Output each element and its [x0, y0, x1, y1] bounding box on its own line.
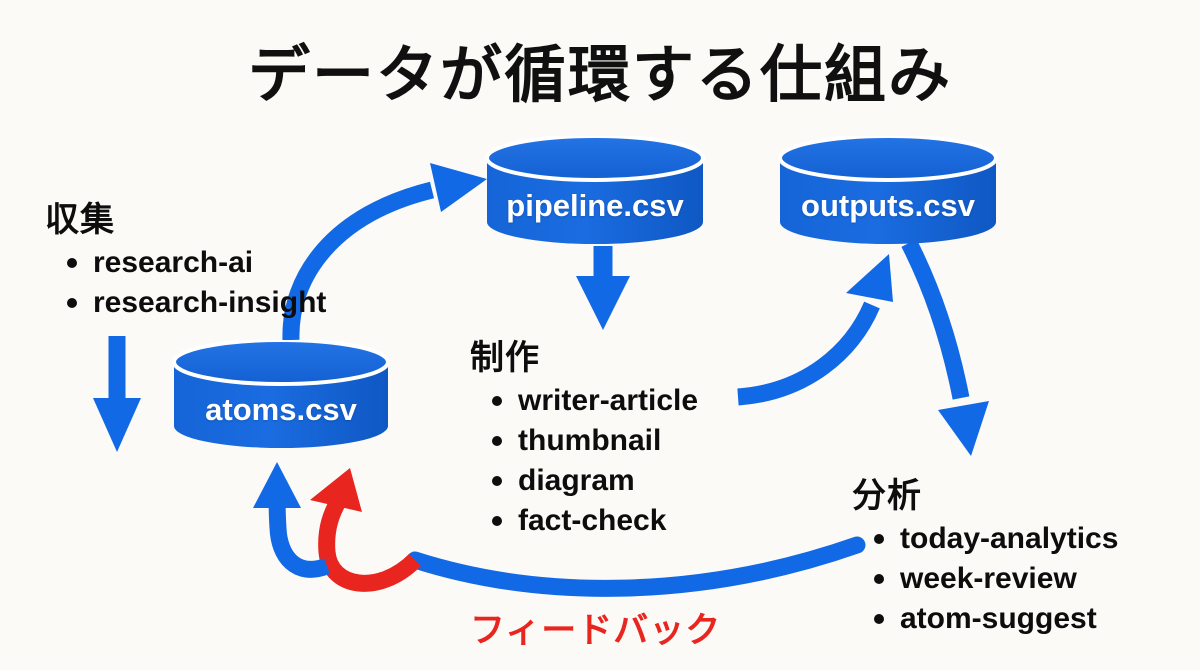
bullet-dot-icon [492, 476, 502, 486]
database-label-atoms: atoms.csv [205, 392, 357, 427]
list-item-label: today-analytics [900, 522, 1119, 555]
database-cylinder-outputs[interactable]: outputs.csv [776, 136, 1000, 244]
group-list-analyze: today-analytics week-review atom-suggest [852, 519, 1118, 639]
bullet-dot-icon [67, 298, 77, 308]
arrow-analyze-feedback-line [406, 536, 866, 597]
arrow-atoms-to-pipeline [282, 163, 487, 341]
arrow-outputs-to-analyze [901, 239, 989, 456]
list-item: writer-article [492, 381, 698, 421]
arrow-pipeline-to-produce [576, 246, 630, 330]
group-list-collect: research-ai research-insight [45, 243, 326, 323]
database-cylinder-atoms[interactable]: atoms.csv [170, 340, 392, 448]
feedback-loop [253, 462, 422, 592]
database-cylinder-pipeline[interactable]: pipeline.csv [483, 136, 707, 244]
list-item: diagram [492, 461, 698, 501]
group-collect: 収集 research-ai research-insight [45, 192, 326, 323]
group-list-produce: writer-article thumbnail diagram fact-ch… [470, 381, 698, 541]
list-item-label: week-review [900, 562, 1077, 595]
list-item-label: atom-suggest [900, 602, 1097, 635]
list-item: today-analytics [874, 519, 1118, 559]
database-label-pipeline: pipeline.csv [506, 188, 684, 223]
group-heading-analyze: 分析 [852, 476, 922, 516]
arrow-collect-to-atoms [93, 336, 141, 452]
bullet-dot-icon [492, 436, 502, 446]
database-label-outputs: outputs.csv [801, 188, 975, 223]
list-item-label: diagram [518, 464, 635, 497]
bullet-dot-icon [874, 614, 884, 624]
list-item-label: thumbnail [518, 424, 662, 457]
bullet-dot-icon [492, 516, 502, 526]
group-analyze: 分析 today-analytics week-review atom-sugg… [852, 468, 1118, 639]
bullet-dot-icon [874, 574, 884, 584]
feedback-caption: フィードバック [470, 611, 722, 651]
list-item: week-review [874, 559, 1118, 599]
arrow-produce-to-outputs [737, 254, 893, 406]
group-heading-collect: 収集 [45, 200, 115, 240]
list-item: atom-suggest [874, 599, 1118, 639]
group-heading-produce: 制作 [470, 338, 540, 378]
bullet-dot-icon [874, 534, 884, 544]
bullet-dot-icon [67, 258, 77, 268]
list-item-label: fact-check [518, 504, 667, 537]
cylinder-shape-icon [485, 136, 705, 244]
cylinder-shape-icon [172, 340, 390, 448]
list-item: research-ai [67, 243, 326, 283]
page-title: データが循環する仕組み [247, 38, 952, 111]
list-item: fact-check [492, 501, 698, 541]
list-item: research-insight [67, 283, 326, 323]
list-item-label: writer-article [518, 384, 699, 417]
list-item: thumbnail [492, 421, 698, 461]
bullet-dot-icon [492, 396, 502, 406]
cylinder-shape-icon [778, 136, 998, 244]
group-produce: 制作 writer-article thumbnail diagram fact… [470, 330, 698, 541]
list-item-label: research-insight [93, 286, 327, 319]
list-item-label: research-ai [93, 246, 254, 279]
